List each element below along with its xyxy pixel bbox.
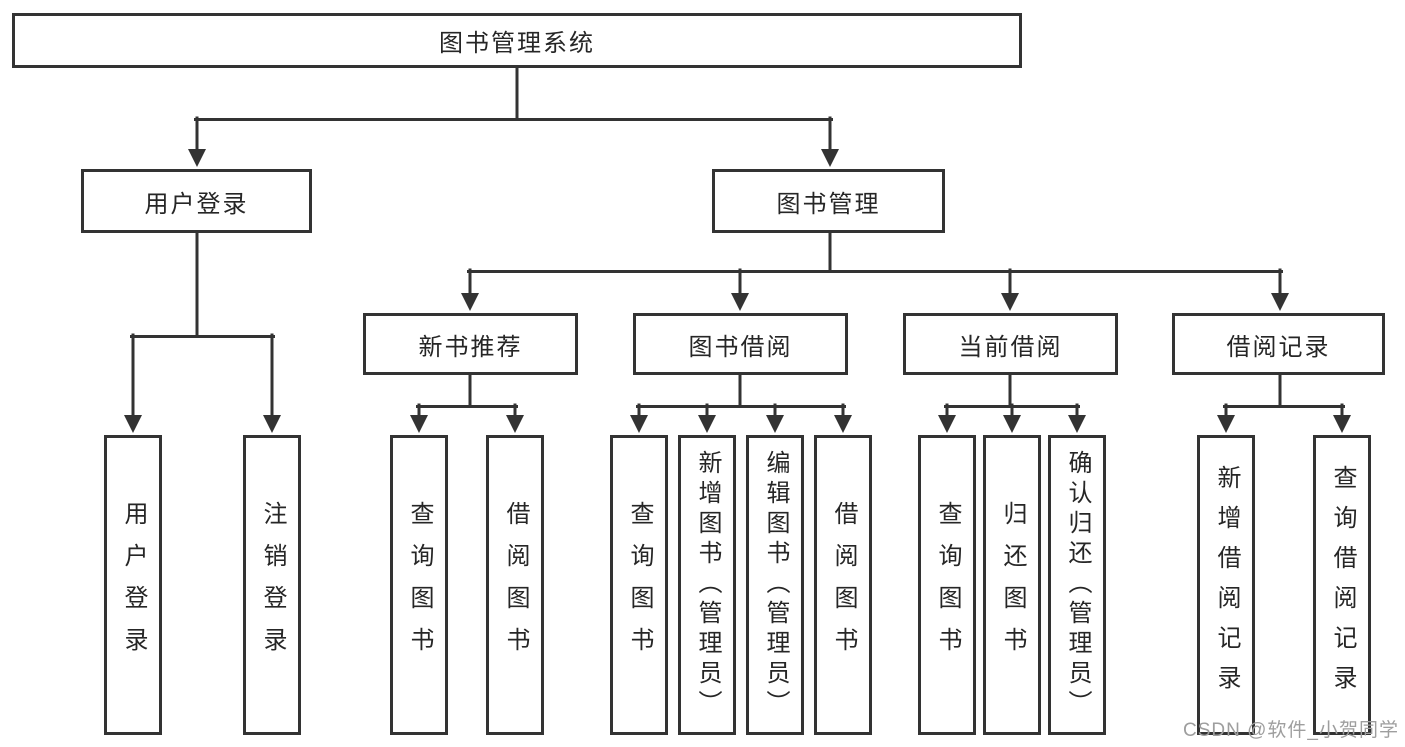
node-new-book-recommend: 新书推荐 [363,313,578,375]
arrowhead-down [188,149,206,167]
arrowhead-down [1068,415,1086,433]
arrowhead-down [834,415,852,433]
leaf-add-borrow-record: 新增借阅记录 [1197,435,1255,735]
leaf-label: 查询借阅记录 [1329,465,1356,705]
arrowhead-down [630,415,648,433]
leaf-query-borrow-record: 查询借阅记录 [1313,435,1371,735]
arrowhead-down [1271,293,1289,311]
leaf-label: 查询图书 [934,501,961,669]
leaf-return-books: 归还图书 [983,435,1041,735]
node-label: 借阅记录 [1226,333,1331,361]
node-label: 图书借阅 [688,333,793,361]
arrowhead-down [698,415,716,433]
arrowhead-down [263,415,281,433]
arrowhead-down [731,293,749,311]
arrowhead-down [1003,415,1021,433]
arrowhead-down [124,415,142,433]
leaf-label: 新增图书（管理员） [694,450,721,720]
leaf-logout-login: 注销登录 [243,435,301,735]
connector-login-to-leaves [130,231,275,418]
leaf-label: 借阅图书 [502,501,529,669]
node-book-management: 图书管理 [712,169,945,233]
leaf-label: 确认归还（管理员） [1064,450,1091,720]
leaf-label: 新增借阅记录 [1213,465,1240,705]
node-label: 图书管理 [776,190,881,218]
arrowhead-down [506,415,524,433]
arrowhead-down [410,415,428,433]
connector-root-to-level2 [194,66,833,152]
node-label: 当前借阅 [958,333,1063,361]
leaf-label: 查询图书 [406,501,433,669]
arrowhead-down [821,149,839,167]
node-current-borrowing: 当前借阅 [903,313,1118,375]
node-user-login: 用户登录 [81,169,312,233]
node-library-management-system: 图书管理系统 [12,13,1022,68]
leaf-query-books-recommend: 查询图书 [390,435,448,735]
leaf-label: 归还图书 [999,501,1026,669]
leaf-label: 编辑图书（管理员） [762,450,789,720]
watermark: CSDN @软件_小贺同学 [1183,720,1399,741]
node-label: 图书管理系统 [439,30,595,57]
leaf-edit-books-admin: 编辑图书（管理员） [746,435,804,735]
arrowhead-down [1001,293,1019,311]
leaf-user-login: 用户登录 [104,435,162,735]
connector-level3-to-leaves [416,373,1345,418]
leaf-label: 用户登录 [120,501,147,669]
arrowhead-down [938,415,956,433]
node-label: 用户登录 [144,190,249,218]
leaf-borrow-books-borrow: 借阅图书 [814,435,872,735]
node-book-borrowing: 图书借阅 [633,313,848,375]
node-label: 新书推荐 [418,333,523,361]
leaf-label: 借阅图书 [830,501,857,669]
arrowhead-down [1217,415,1235,433]
leaf-add-books-admin: 新增图书（管理员） [678,435,736,735]
arrowhead-down [461,293,479,311]
leaf-label: 查询图书 [626,501,653,669]
node-borrowing-records: 借阅记录 [1172,313,1385,375]
leaf-query-books-current: 查询图书 [918,435,976,735]
leaf-label: 注销登录 [259,501,286,669]
leaf-borrow-books-recommend: 借阅图书 [486,435,544,735]
leaf-query-books-borrow: 查询图书 [610,435,668,735]
connector-management-to-level3 [467,231,1283,296]
arrowhead-down [1333,415,1351,433]
arrowhead-down [766,415,784,433]
leaf-confirm-return-admin: 确认归还（管理员） [1048,435,1106,735]
